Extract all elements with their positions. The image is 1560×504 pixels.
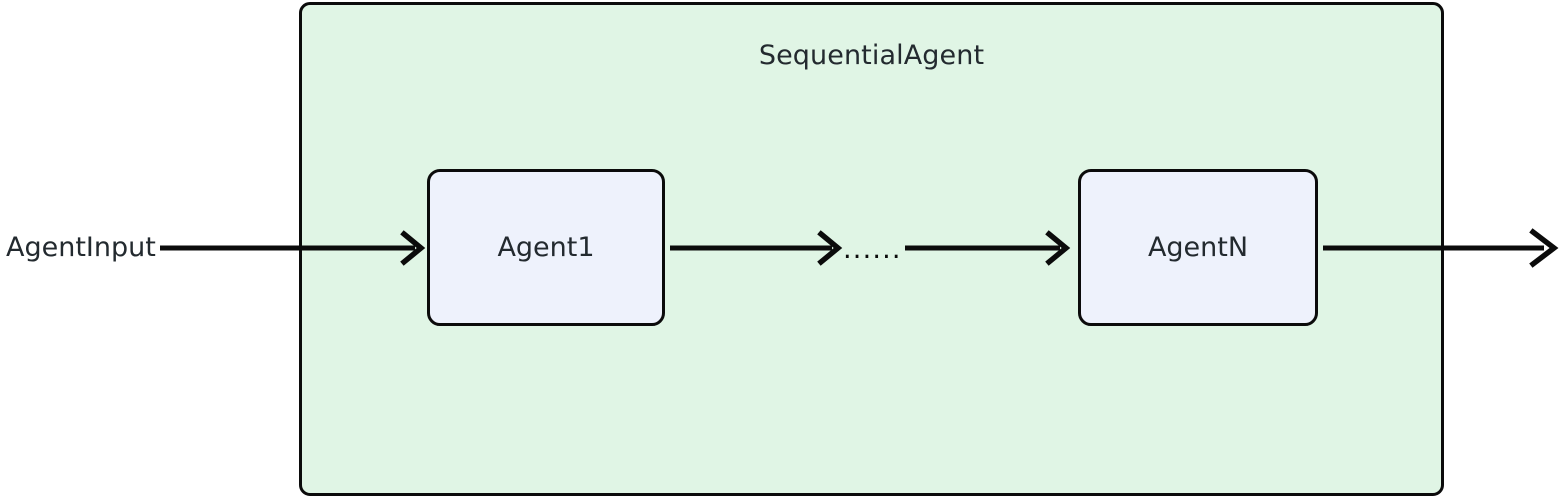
- node-agent1-label: Agent1: [497, 232, 595, 263]
- node-agentn[interactable]: AgentN: [1078, 169, 1318, 326]
- node-agent1[interactable]: Agent1: [427, 169, 665, 326]
- ellipsis-label: ......: [843, 234, 902, 265]
- sequential-agent-title: SequentialAgent: [758, 40, 985, 71]
- node-agentn-label: AgentN: [1147, 232, 1249, 263]
- agent-input-label: AgentInput: [6, 232, 156, 263]
